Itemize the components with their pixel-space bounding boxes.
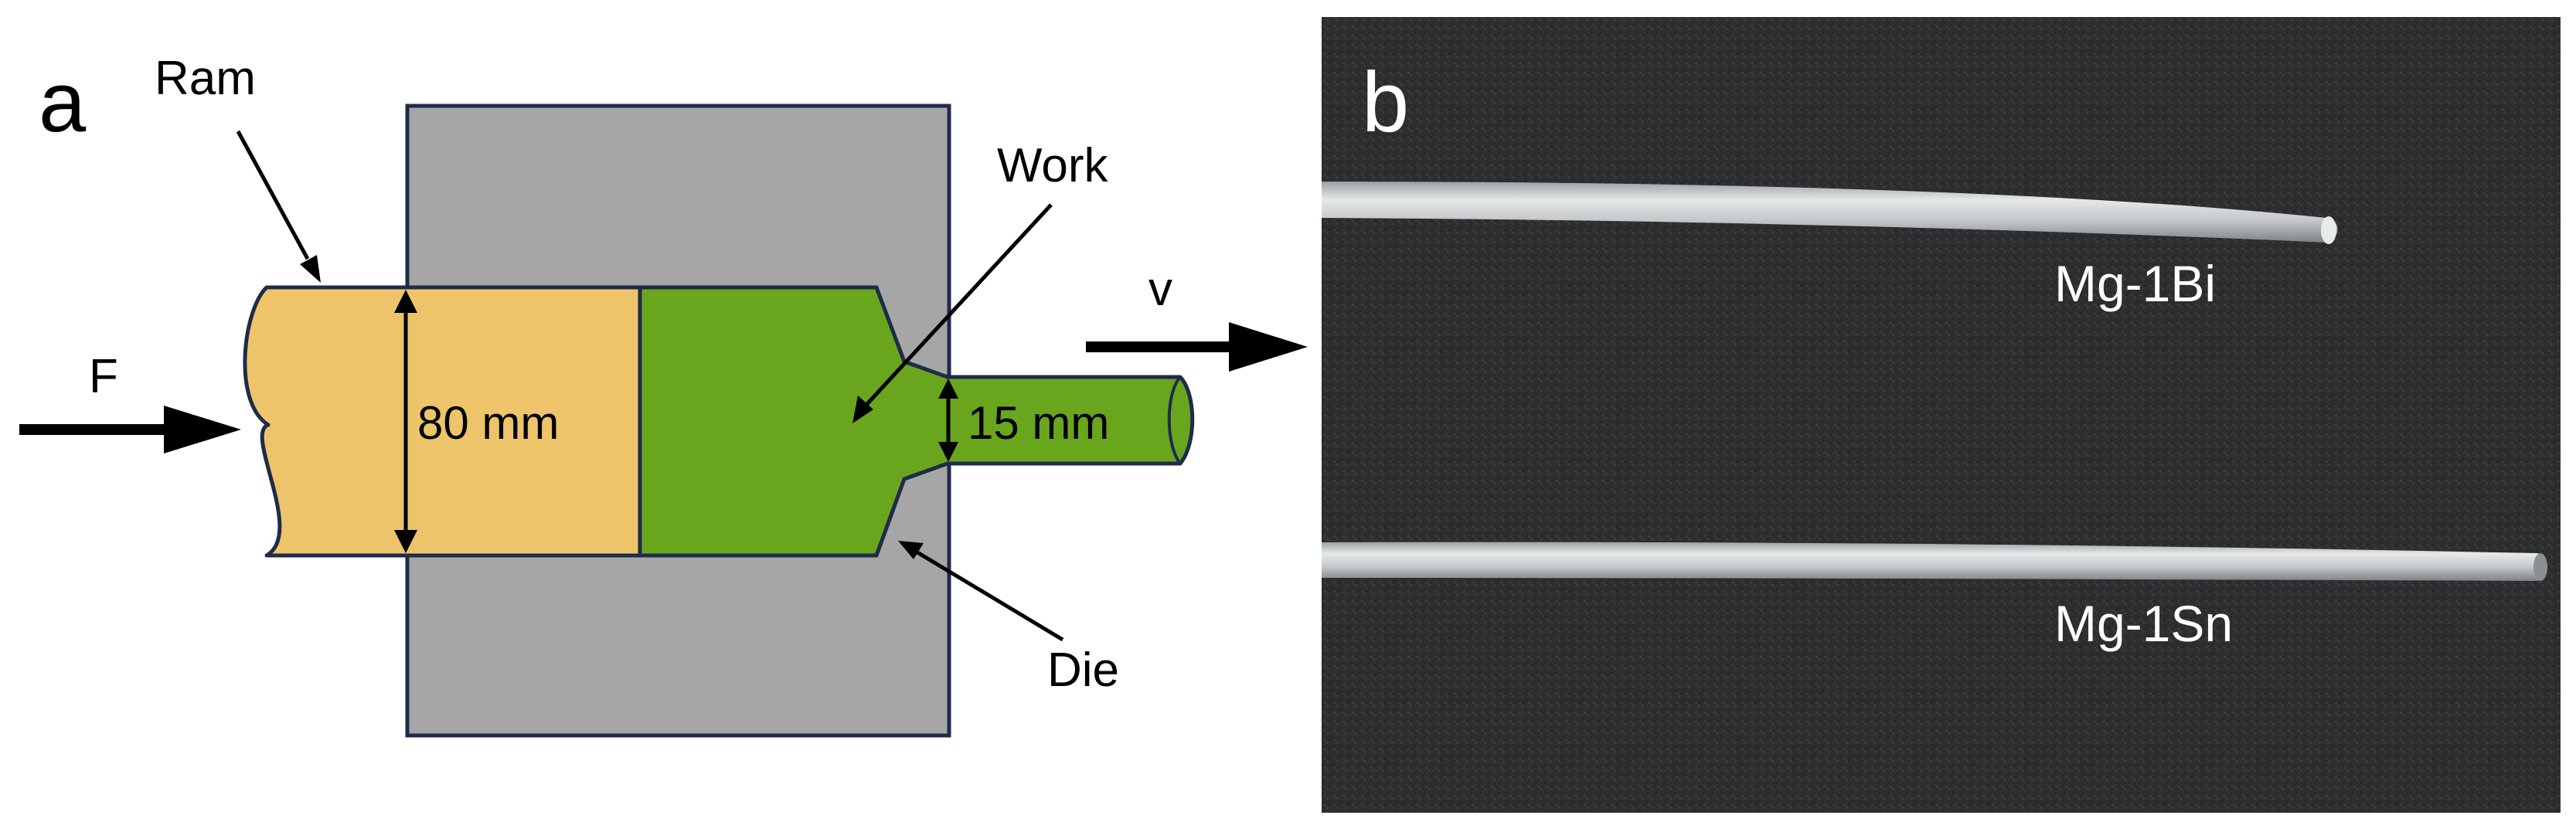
panel-b-label: b [1362,55,1409,150]
rod-top-label: Mg-1Bi [2054,255,2216,312]
rod-mg-1sn-end [2533,553,2547,581]
rod-mg-1bi-end [2321,216,2336,244]
ram-label: Ram [155,52,256,105]
rod-bottom-label: Mg-1Sn [2054,595,2233,652]
work-pointer-arrow [852,203,1053,423]
diameter-in-label: 80 mm [417,397,559,449]
die-label: Die [1047,644,1119,697]
die-pointer-arrow [898,541,1064,642]
work-piece [638,285,1195,558]
velocity-label: v [1148,263,1172,316]
rod-mg-1sn [1322,542,2547,581]
diameter-out-label: 15 mm [968,397,1109,449]
rod-end-curve [1167,375,1182,465]
rod-mg-1bi [1322,182,2338,243]
force-arrow-icon [19,406,241,453]
work-label: Work [997,139,1109,192]
panel-b-rods-photo: b Mg-1Bi Mg-1Sn [1322,17,2561,813]
ram [243,285,642,558]
panel-a-label: a [39,55,87,150]
photo-background [1322,17,2561,813]
force-label: F [89,350,118,403]
velocity-arrow-icon [1086,322,1308,372]
ram-pointer-arrow [236,130,321,283]
diameter-arrow-15 [938,379,958,462]
diameter-arrow-80 [394,290,417,553]
panel-a-extrusion-diagram: a 80 mm 15 mm F v [19,52,1308,738]
